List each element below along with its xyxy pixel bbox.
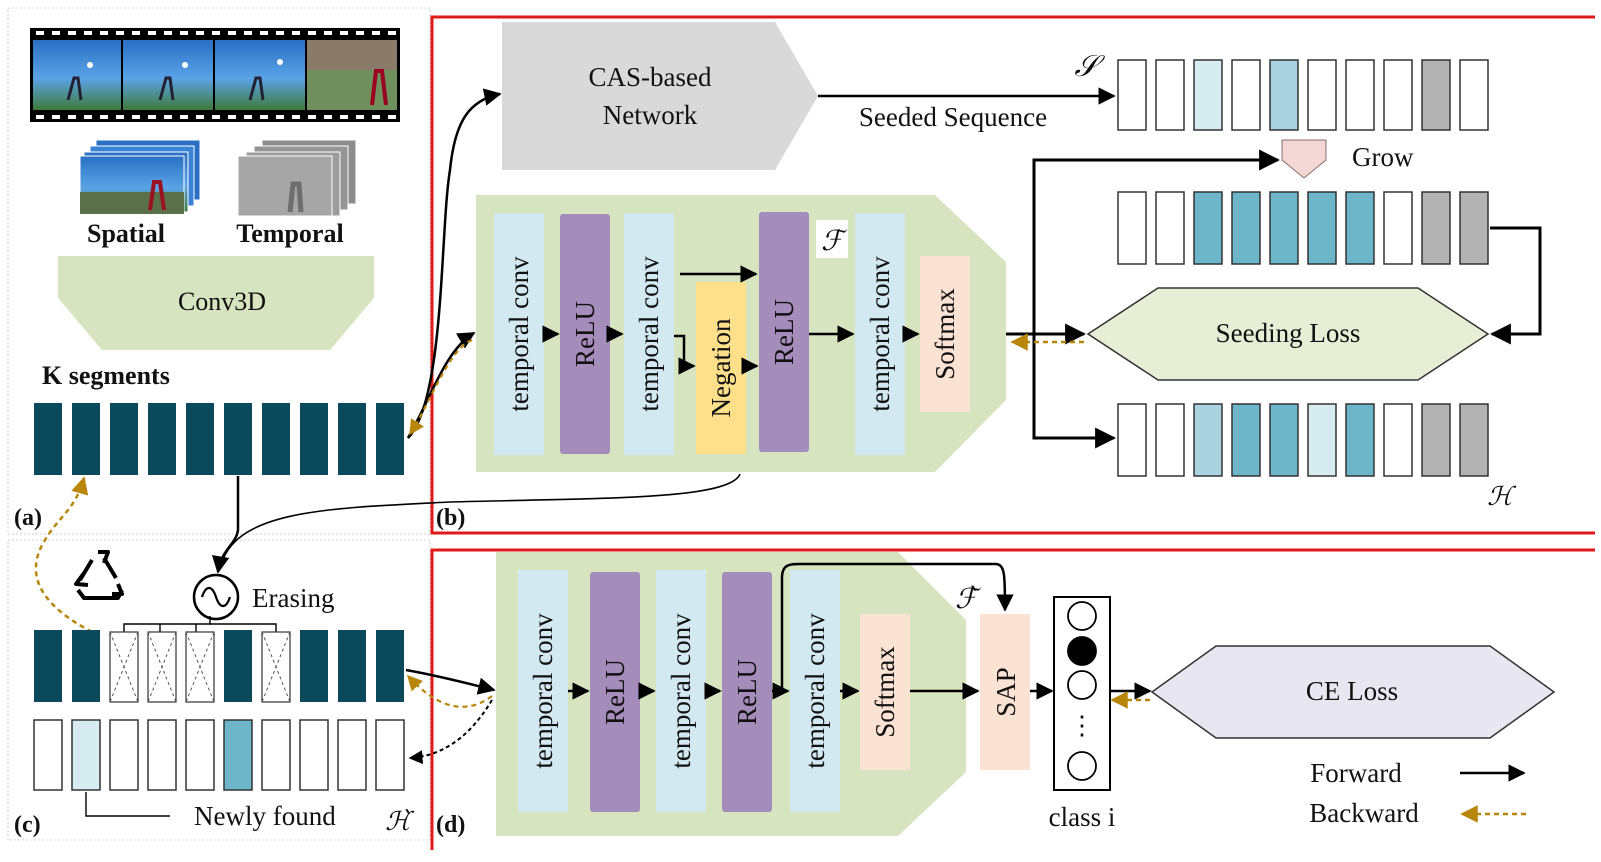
segment — [300, 403, 328, 475]
erasing-label: Erasing — [252, 583, 334, 613]
panel-d-border — [430, 548, 1595, 850]
h-symbol: ℋ — [1487, 482, 1517, 511]
segment — [34, 403, 62, 475]
network-b-layers: temporal conv ReLU temporal conv Negatio… — [494, 212, 970, 455]
temporal-conv-3 — [790, 570, 840, 812]
d-backward-arrow-1 — [406, 674, 493, 708]
panel-b-border — [430, 15, 1595, 535]
segment — [72, 403, 100, 475]
network-b-arrows — [542, 265, 920, 375]
class-score-vector — [1053, 596, 1111, 791]
erasing-brackets — [123, 616, 277, 634]
negation — [696, 282, 746, 454]
temporal-conv-2-label: temporal conv — [634, 256, 664, 412]
cross-panel-arrows — [34, 88, 741, 634]
cas-network-block — [502, 22, 818, 170]
k-segments-sequence — [34, 403, 404, 475]
seeding-loss-block — [1086, 287, 1490, 381]
newly-found-pointer — [85, 792, 170, 817]
network-d-layers: temporal conv ReLU temporal conv ReLU te… — [518, 570, 910, 812]
legend: Forward Backward — [1309, 758, 1526, 828]
panel-a: Spatial Temporal Conv3D K segments (a) — [14, 28, 404, 531]
d-temporal-conv-1-label: temporal conv — [528, 613, 558, 769]
newly-found-label: Newly found — [194, 801, 336, 831]
erased-sequence — [34, 630, 404, 703]
temporal-conv-2 — [656, 570, 706, 812]
newly-found-sequence — [33, 719, 405, 791]
temporal-conv-2 — [624, 213, 674, 455]
seeded-sequence-s — [1117, 59, 1489, 131]
segment — [262, 403, 290, 475]
class-vector-ellipsis: ⋮ — [1069, 711, 1095, 740]
relu-1 — [560, 214, 610, 454]
panel-d: temporal conv ReLU temporal conv ReLU te… — [405, 552, 1556, 838]
d-softmax-label: Softmax — [870, 646, 900, 738]
cas-network-label-line2: Network — [603, 100, 698, 130]
grow-label: Grow — [1352, 142, 1414, 172]
legend-backward-label: Backward — [1309, 798, 1419, 828]
grown-sequence — [1117, 191, 1489, 265]
seeded-sequence-label: Seeded Sequence — [859, 102, 1047, 132]
legend-forward-label: Forward — [1310, 758, 1402, 788]
conv3d-label: Conv3D — [178, 287, 266, 316]
relu-2 — [759, 212, 809, 452]
temporal-conv-3 — [855, 213, 905, 455]
ce-loss-block — [1150, 645, 1556, 739]
panel-c-label: (c) — [14, 812, 41, 838]
segment — [186, 403, 214, 475]
panel-a-label: (a) — [14, 505, 42, 531]
conv3d-block — [58, 256, 374, 350]
panel-d-label: (d) — [436, 812, 465, 838]
segment — [376, 403, 404, 475]
d-temporal-conv-3-label: temporal conv — [800, 613, 830, 769]
class-label: class i — [1049, 802, 1116, 832]
cas-network-label-line1: CAS-based — [589, 62, 712, 92]
softmax — [920, 256, 970, 412]
sap-block — [980, 614, 1030, 770]
panel-c: Erasing — [14, 550, 415, 838]
segment — [224, 403, 252, 475]
relu-2 — [722, 572, 772, 812]
f-prime-symbol: ℱ̀ — [955, 584, 982, 615]
s-symbol: 𝒮 — [1074, 50, 1105, 83]
temporal-frames-stack — [237, 139, 357, 217]
activation-sequence-h — [1117, 403, 1489, 477]
panel-b-label: (b) — [436, 505, 465, 531]
k-segments-label: K segments — [42, 361, 170, 390]
network-d-arrows — [568, 562, 1054, 700]
negation-label: Negation — [706, 318, 736, 417]
video-film-strip — [30, 28, 400, 122]
softmax — [860, 614, 910, 770]
segment — [148, 403, 176, 475]
network-b-output-arrows — [1006, 149, 1542, 449]
relu-2-label: ReLU — [769, 299, 799, 365]
d-temporal-conv-2-label: temporal conv — [666, 613, 696, 769]
recycle-icon — [74, 550, 124, 600]
temporal-label: Temporal — [236, 219, 343, 248]
segment — [338, 403, 366, 475]
panel-b: CAS-based Network Seeded Sequence 𝒮 Grow — [436, 22, 1542, 531]
softmax-label: Softmax — [930, 288, 960, 380]
spatial-label: Spatial — [87, 219, 165, 248]
f-symbol-box — [816, 220, 848, 258]
ce-loss-label: CE Loss — [1306, 676, 1398, 706]
temporal-conv-3-label: temporal conv — [865, 256, 895, 412]
h-prime-symbol: ℋ̀ — [385, 807, 415, 836]
d-relu-1-label: ReLU — [600, 659, 630, 725]
spatial-frames-stack — [79, 139, 201, 215]
relu-1 — [590, 572, 640, 812]
panel-frames — [7, 7, 1595, 850]
sap-label: SAP — [991, 667, 1021, 717]
seeding-loss-label: Seeding Loss — [1216, 318, 1361, 348]
segment — [110, 403, 138, 475]
relu-1-label: ReLU — [570, 301, 600, 367]
temporal-conv-1-label: temporal conv — [504, 256, 534, 412]
temporal-conv-1 — [518, 570, 568, 812]
grow-arrow — [1281, 139, 1327, 179]
temporal-conv-1 — [494, 213, 544, 455]
d-output-arrow-h — [408, 699, 493, 765]
d-relu-2-label: ReLU — [732, 659, 762, 725]
d-input-arrow — [405, 668, 496, 695]
